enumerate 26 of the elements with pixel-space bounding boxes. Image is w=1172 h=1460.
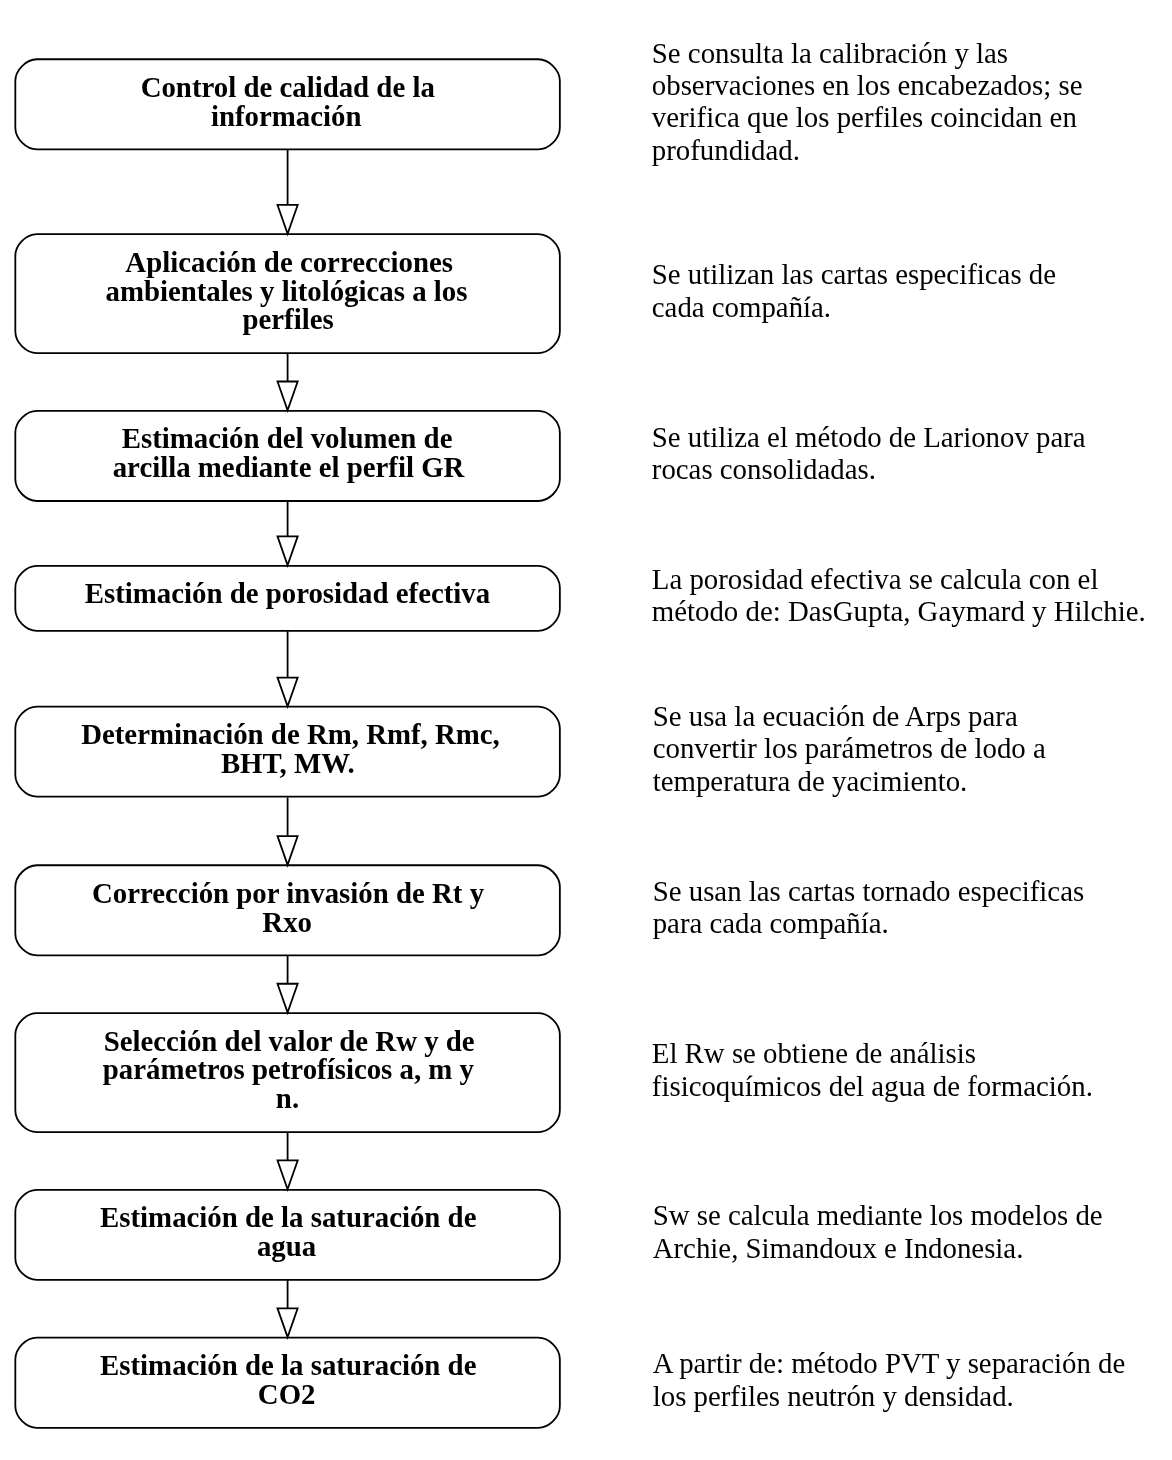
arrow [276, 500, 299, 568]
node-label: Se utiliza el método de Larionov para rocas consolidadas. [651, 420, 1086, 486]
arrow [276, 954, 299, 1016]
node-label: A partir de: método PVT y separación de los perfiles neutrón y densidad. [652, 1347, 1126, 1412]
node-box: Estimación del volumen de arcilla mediante el perfil GR [14, 409, 561, 502]
node-label: El Rw se obtiene de análisis fisicoquímicos del agua de formación. [651, 1037, 1093, 1102]
node-label: La porosidad efectiva se calcula con el método de: DasGupta, Gaymard y Hilchie. [651, 563, 1146, 628]
node-box: Estimación de la saturación de agua [14, 1188, 561, 1281]
arrow [276, 630, 299, 710]
node-label: Se usa la ecuación de Arps para convertir los parámetros de lodo a temperatura de yacimiento. [652, 700, 1046, 797]
node-box: Aplicación de correcciones ambientales y litológicas a los perfiles [14, 233, 561, 355]
node-box: Selección del valor de Rw y de parámetros petrofísicos a, m y n. [14, 1012, 561, 1133]
arrow [276, 796, 299, 868]
node-box: Determinación de Rm, Rmf, Rmc, BHT, MW. [14, 705, 561, 798]
arrow [276, 352, 299, 414]
node-label: Se utilizan las cartas especificas de cada compañía. [651, 258, 1057, 323]
node-box: Estimación de la saturación de CO2 [14, 1336, 561, 1429]
arrow [276, 1279, 299, 1340]
node-label: Se consulta la calibración y las observaciones en los encabezados; se verifica que los perfiles coincidan en profundidad. [651, 36, 1083, 166]
node-label: Se usan las cartas tornado especificas para cada compañía. [652, 874, 1085, 940]
node-label: Sw se calcula mediante los modelos de Archie, Simandoux e Indonesia. [652, 1199, 1103, 1264]
arrow [276, 1131, 299, 1193]
node-box: Corrección por invasión de Rt y Rxo [14, 864, 561, 957]
node-box: Control de calidad de la información [14, 58, 561, 151]
node-box: Estimación de porosidad efectiva [14, 565, 561, 632]
arrow [276, 148, 299, 237]
